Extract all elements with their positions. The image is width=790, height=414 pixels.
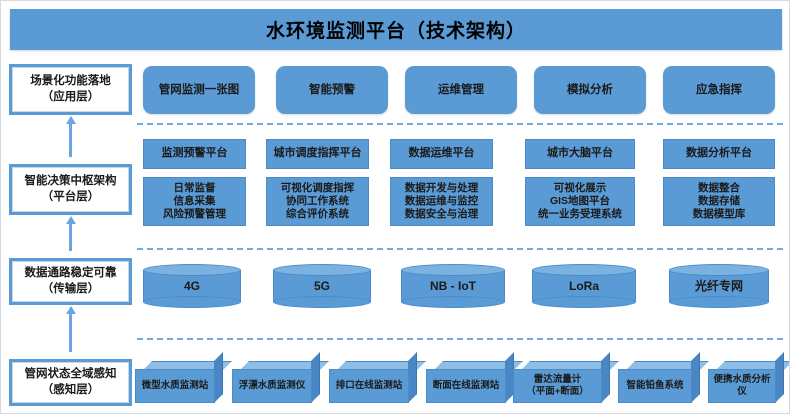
cylinder-top-cap [143,264,241,276]
sensing-node-label: 智能铅鱼系统 [618,369,692,403]
sensing-node-label: 微型水质监测站 [135,369,215,403]
platform-column-items: 可视化展示 GIS地图平台 统一业务受理系统 [525,177,635,226]
sensing-node[interactable]: 断面在线监测站 [426,352,523,403]
layer-label-sensing: 管网状态全域感知（感知层） [9,359,132,406]
sensing-node-label: 排口在线监测站 [329,369,409,403]
layer-separator-application-platform [137,123,783,125]
platform-column-items: 日常监督 信息采集 风险预警管理 [143,177,246,226]
platform-column-header[interactable]: 城市调度指挥平台 [266,139,369,169]
sensing-node[interactable]: 浮漂水质监测仪 [232,352,329,403]
cylinder-top-cap [669,264,769,276]
box-side-face [601,352,610,403]
layer-label-sensing-text: 管网状态全域感知（感知层） [12,362,129,403]
transmission-node-label: NB - IoT [430,278,476,293]
platform-column-header[interactable]: 城市大脑平台 [525,139,635,169]
transmission-node[interactable]: 5G [273,264,371,308]
platform-column-header[interactable]: 监测预警平台 [143,139,246,169]
sensing-node[interactable]: 智能铅鱼系统 [618,352,709,403]
sensing-node-label: 断面在线监测站 [426,369,506,403]
box-side-face [214,352,223,403]
platform-column-items: 数据开发与处理 数据运维与监控 数据安全与治理 [390,177,493,226]
sensing-node[interactable]: 微型水质监测站 [135,352,232,403]
sensing-node-label: 便携水质分析仪 [708,369,776,403]
application-node[interactable]: 模拟分析 [534,66,646,114]
cylinder-top-cap [273,264,371,276]
application-node[interactable]: 运维管理 [405,66,517,114]
platform-column-items: 数据整合 数据存储 数据模型库 [663,177,775,226]
layer-separator-transmission-sensing [137,338,783,340]
box-side-face [311,352,320,403]
box-side-face [775,352,784,403]
layer-label-application-text: 场景化功能落地 （应用层） [12,67,129,112]
platform-column-items: 可视化调度指挥 协同工作系统 综合评价系统 [266,177,369,226]
platform-column-header[interactable]: 数据运维平台 [390,139,493,169]
layer-label-platform-text: 智能决策中枢架构（平台层） [12,167,129,212]
transmission-node-label: LoRa [569,278,599,293]
application-node[interactable]: 管网监测一张图 [143,66,255,114]
sensing-node-label: 浮漂水质监测仪 [232,369,312,403]
arrow-platform-to-application [69,123,72,157]
sensing-node[interactable]: 雷达流量计 （平面+断面） [513,352,619,403]
application-node[interactable]: 智能预警 [276,66,388,114]
application-node[interactable]: 应急指挥 [663,66,775,114]
cylinder-top-cap [532,264,636,276]
cylinder-bottom-cap [273,296,371,308]
cylinder-bottom-cap [401,296,505,308]
transmission-node[interactable]: NB - IoT [401,264,505,308]
arrow-sensing-to-transmission [69,313,72,352]
sensing-node[interactable]: 便携水质分析仪 [708,352,789,403]
layer-label-transmission: 数据通路稳定可靠（传输层） [9,258,132,305]
transmission-node[interactable]: 光纤专网 [669,264,769,308]
cylinder-bottom-cap [532,296,636,308]
layer-separator-platform-transmission [137,248,783,250]
layer-label-application: 场景化功能落地 （应用层） [9,64,132,115]
transmission-node[interactable]: LoRa [532,264,636,308]
cylinder-top-cap [401,264,505,276]
transmission-node-label: 光纤专网 [694,278,743,293]
arrow-transmission-to-platform [69,223,72,251]
cylinder-bottom-cap [143,296,241,308]
page-title: 水环境监测平台（技术架构） [10,9,782,50]
transmission-node-label: 4G [183,278,200,293]
box-side-face [691,352,700,403]
sensing-node-label: 雷达流量计 （平面+断面） [513,369,602,403]
layer-label-transmission-text: 数据通路稳定可靠（传输层） [12,261,129,302]
platform-column-header[interactable]: 数据分析平台 [663,139,775,169]
layer-label-platform: 智能决策中枢架构（平台层） [9,164,132,215]
cylinder-bottom-cap [669,296,769,308]
transmission-node[interactable]: 4G [143,264,241,308]
box-side-face [408,352,417,403]
transmission-node-label: 5G [313,278,330,293]
sensing-node[interactable]: 排口在线监测站 [329,352,426,403]
